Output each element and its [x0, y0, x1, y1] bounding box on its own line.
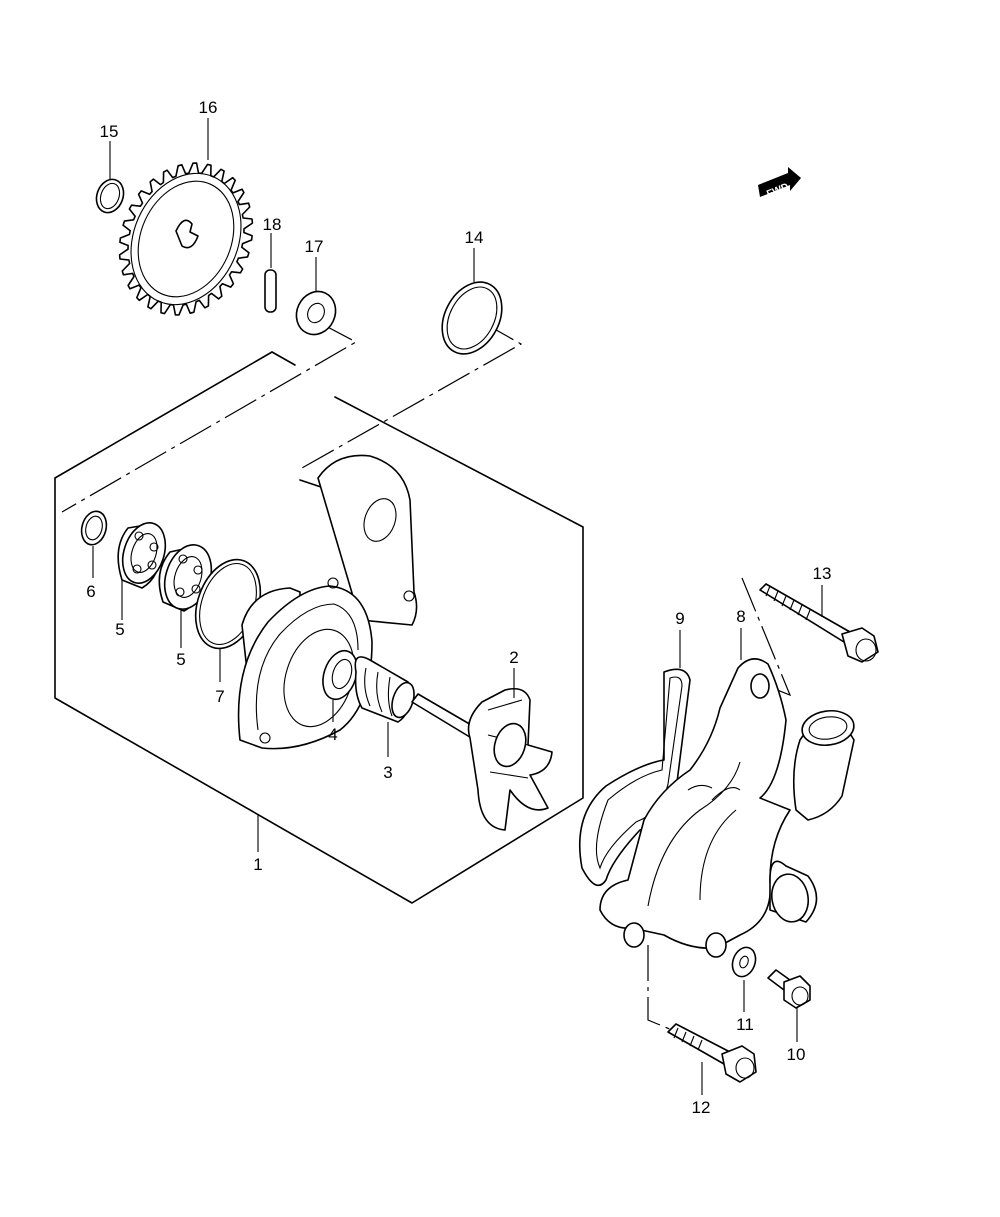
callout-16: 16 [199, 98, 218, 117]
callout-3: 3 [383, 763, 392, 782]
callout-10: 10 [787, 1045, 806, 1064]
part-16-pump-drive-gear [118, 162, 254, 316]
part-11-washer [731, 946, 757, 1012]
callout-5a: 5 [115, 620, 124, 639]
callout-11: 11 [736, 1015, 754, 1034]
callout-1: 1 [253, 855, 262, 874]
callout-9: 9 [675, 609, 684, 628]
part-13-long-bolt [759, 583, 879, 663]
callout-14: 14 [465, 228, 484, 247]
part-15-circlip [95, 141, 125, 214]
part-2-impeller-shaft [411, 668, 553, 831]
callout-2: 2 [509, 648, 518, 667]
callout-5b: 5 [176, 650, 185, 669]
part-12-cover-bolt [667, 1023, 757, 1095]
pump-body-case [237, 454, 418, 750]
part-6-circlip [80, 510, 108, 578]
part-10-short-bolt [767, 969, 811, 1042]
part-9-cover-gasket [578, 630, 691, 887]
callout-15: 15 [100, 122, 119, 141]
callout-17: 17 [305, 237, 324, 256]
callout-labels: 1 2 3 4 5 5 6 7 8 9 10 11 12 13 14 15 16… [86, 98, 831, 1117]
part-17-thrust-washer [295, 257, 337, 336]
part-14-o-ring [441, 248, 503, 355]
part-3-mechanical-seal [354, 656, 415, 757]
callout-13: 13 [813, 564, 832, 583]
fwd-arrow-icon: FWD [758, 167, 801, 200]
part-4-oil-seal [322, 649, 358, 722]
callout-12: 12 [692, 1098, 711, 1117]
callout-7: 7 [215, 687, 224, 706]
callout-6: 6 [86, 582, 95, 601]
callout-18: 18 [263, 215, 282, 234]
callout-4: 4 [328, 725, 337, 744]
callout-8: 8 [736, 607, 745, 626]
part-5-bearing-outer [117, 522, 167, 620]
part-18-dowel-pin [264, 233, 277, 313]
part-8-pump-cover [599, 628, 855, 958]
